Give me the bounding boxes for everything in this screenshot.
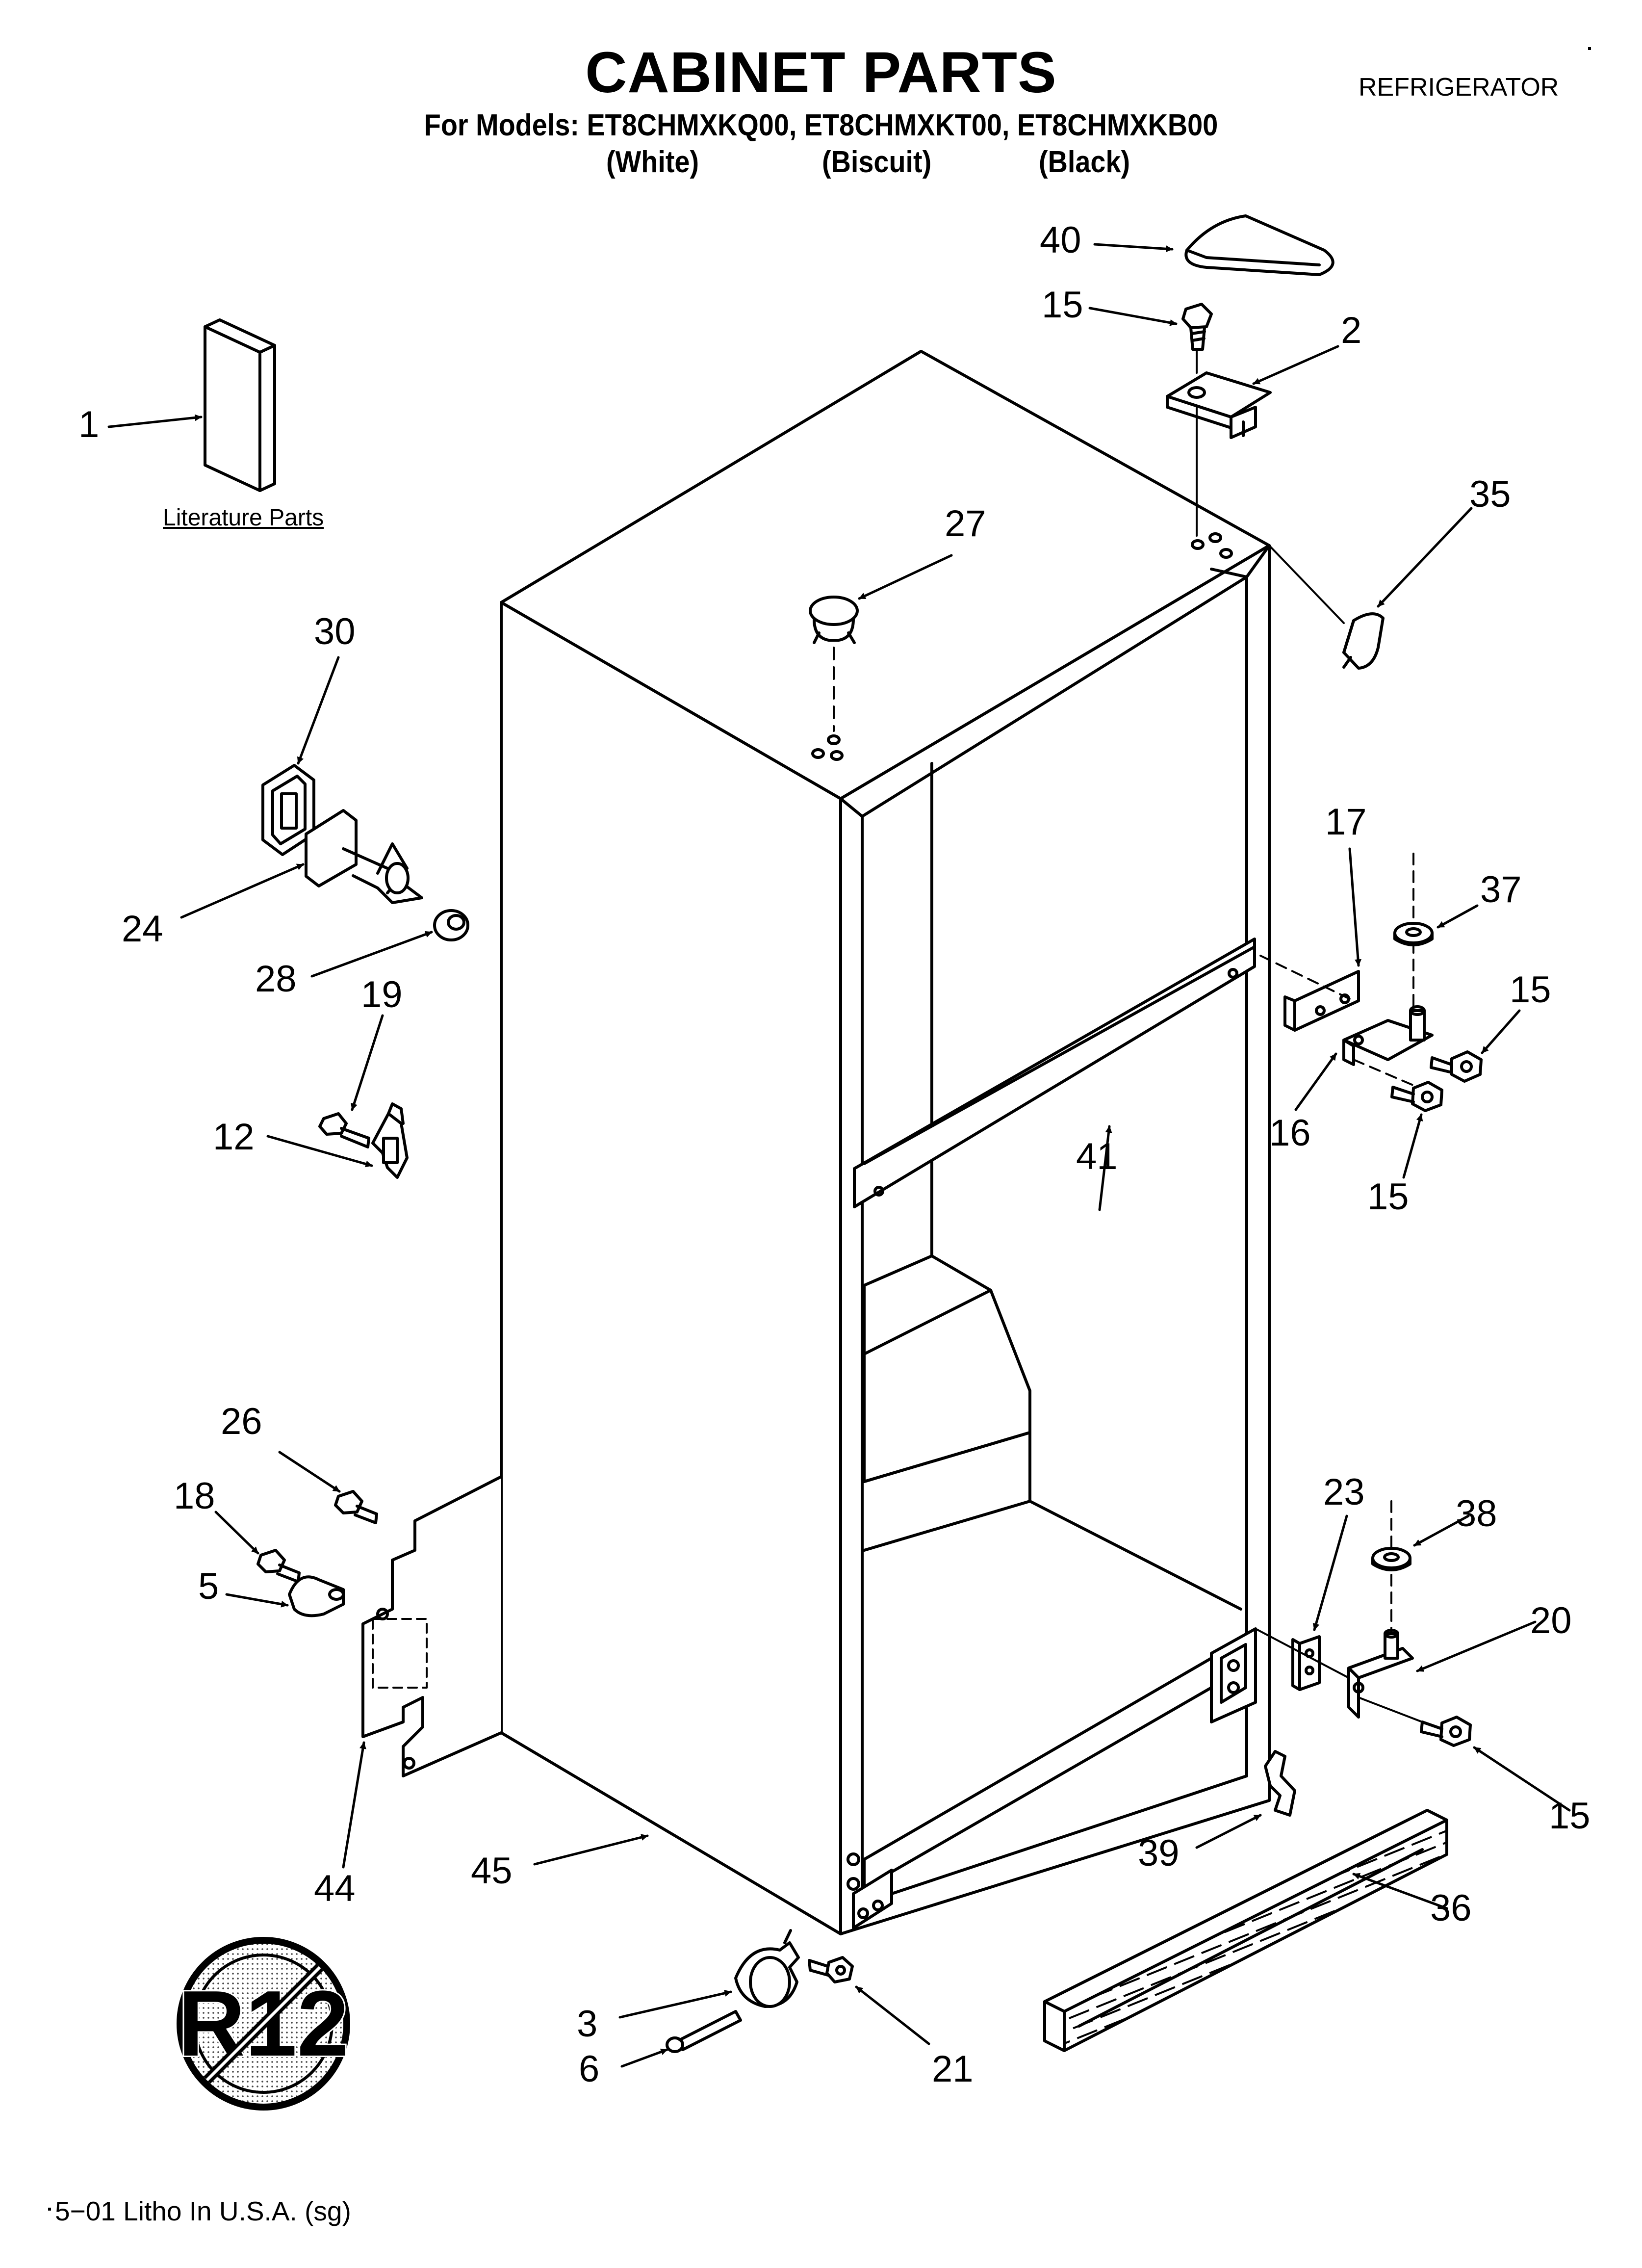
hinge-shim-bottom (1291, 1635, 1321, 1691)
callout-21: 21 (932, 2048, 974, 2090)
callout-5: 5 (198, 1565, 219, 1607)
callout-1: 1 (78, 404, 100, 445)
bottom-hinge (1347, 1629, 1414, 1719)
callout-36: 36 (1430, 1887, 1472, 1929)
callout-2: 2 (1341, 310, 1362, 351)
door-strike (371, 1102, 409, 1179)
print-footer: 5−01 Litho In U.S.A. (sg) (55, 2196, 351, 2226)
callout-26: 26 (221, 1401, 262, 1442)
callout-12: 12 (213, 1116, 255, 1158)
corner-mark (1588, 47, 1591, 50)
top-plug (809, 596, 859, 644)
hinge-screw-middle-lower (1390, 1081, 1443, 1112)
handle-bezel (261, 764, 315, 856)
door-stop (1342, 612, 1385, 670)
callout-23: 23 (1323, 1471, 1365, 1513)
handle-plunger (305, 809, 423, 904)
callout-17: 17 (1325, 801, 1367, 843)
callout-44: 44 (314, 1868, 356, 1909)
bottom-rail (852, 1627, 1257, 1929)
variant-biscuit: (Biscuit) (822, 145, 932, 179)
callout-38: 38 (1456, 1493, 1497, 1535)
top-hinge (1166, 371, 1272, 439)
callout-15: 15 (1549, 1795, 1591, 1837)
tube-clamp (288, 1575, 345, 1617)
callout-41: 41 (1076, 1136, 1118, 1177)
callout-30: 30 (314, 611, 356, 652)
hinge-screw-middle-right (1430, 1050, 1483, 1083)
no-r12-icon: R12 (177, 1937, 350, 2111)
cabinet-shell (500, 350, 1271, 1935)
literature-parts (204, 318, 276, 492)
strike-screw (318, 1112, 370, 1148)
screw-top (1181, 303, 1213, 351)
rear-screw-upper (334, 1490, 378, 1524)
center-hinge (1342, 1005, 1434, 1066)
callout-28: 28 (255, 958, 297, 1000)
callout-27: 27 (945, 503, 986, 545)
callout-15: 15 (1042, 284, 1083, 326)
bracket-pin (666, 2010, 742, 2053)
washer-bottom (1371, 1547, 1411, 1571)
bushing (433, 909, 469, 941)
hinge-screw-bottom (1420, 1716, 1472, 1747)
corner-mark (48, 2208, 51, 2211)
callout-3: 3 (577, 2003, 598, 2045)
callout-15: 15 (1510, 969, 1551, 1011)
leader-arrows (107, 243, 1571, 2068)
callout-45: 45 (471, 1850, 513, 1892)
callout-20: 20 (1530, 1600, 1572, 1642)
bracket-screw (808, 1956, 854, 1983)
variant-black: (Black) (1039, 145, 1130, 179)
callout-16: 16 (1269, 1112, 1311, 1154)
divider-rail (853, 938, 1256, 1208)
callout-39: 39 (1138, 1832, 1180, 1874)
callout-37: 37 (1480, 869, 1522, 911)
rear-bracket (361, 1475, 503, 1777)
appliance-category: REFRIGERATOR (1359, 73, 1559, 102)
callout-19: 19 (361, 974, 403, 1016)
callout-24: 24 (122, 908, 163, 950)
callout-15: 15 (1367, 1176, 1409, 1218)
roller-bracket (734, 1929, 800, 2008)
washer-middle (1393, 922, 1434, 946)
page-title: CABINET PARTS (585, 40, 1057, 105)
hinge-shim-middle (1283, 970, 1360, 1032)
callout-40: 40 (1040, 219, 1081, 261)
callout-18: 18 (174, 1475, 215, 1517)
clamp-screw (257, 1549, 301, 1583)
variant-white: (White) (606, 145, 699, 179)
callout-6: 6 (579, 2048, 600, 2090)
callout-35: 35 (1469, 473, 1511, 515)
model-list: For Models: ET8CHMXKQ00, ET8CHMXKT00, ET… (424, 108, 1218, 142)
hinge-cover (1184, 214, 1334, 276)
grille-clip (1264, 1750, 1296, 1817)
literature-parts-label: Literature Parts (163, 505, 324, 531)
